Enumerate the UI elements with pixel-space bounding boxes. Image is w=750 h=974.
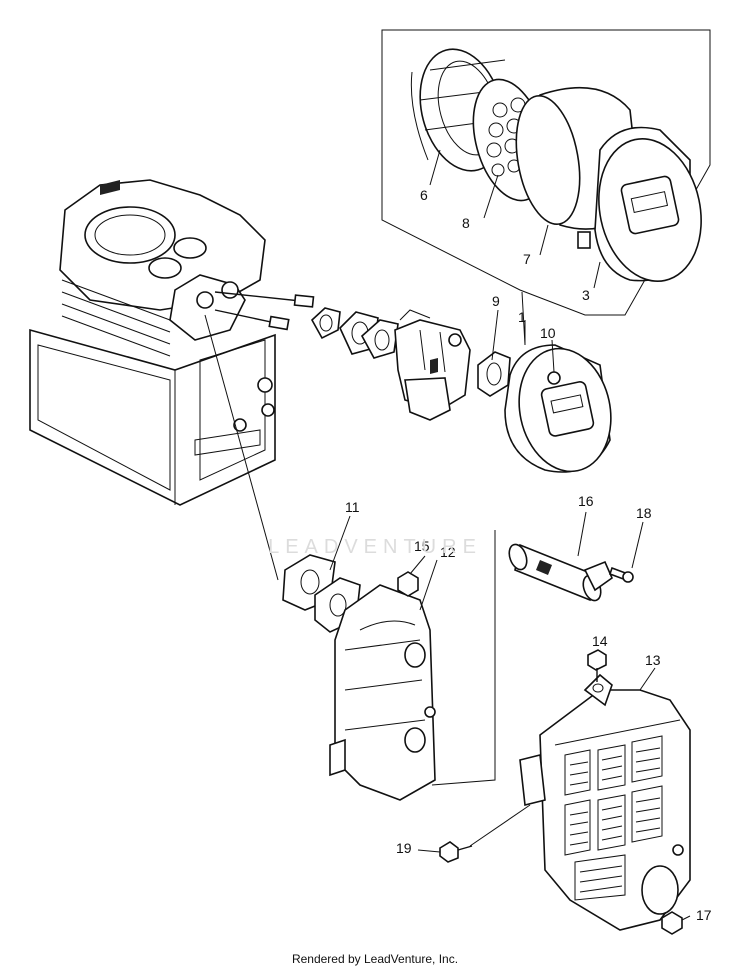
muffler-guard (519, 673, 691, 931)
callout-labels: 1 3 6 7 8 9 10 11 12 13 14 15 16 17 18 1… (345, 187, 712, 923)
air-cleaner-assembly (504, 344, 612, 473)
muffler (329, 584, 436, 801)
guard-top-screw (587, 649, 607, 682)
label-13: 13 (645, 652, 661, 668)
label-15: 15 (414, 538, 430, 554)
guard-vents (564, 735, 663, 901)
label-16: 16 (578, 493, 594, 509)
label-1: 1 (518, 309, 526, 325)
label-11: 11 (345, 499, 360, 515)
label-9: 9 (492, 293, 500, 309)
guard-side-screw (439, 841, 473, 863)
label-8: 8 (462, 215, 470, 231)
label-19: 19 (396, 840, 412, 856)
label-18: 18 (636, 505, 652, 521)
muffler-nut (397, 571, 419, 597)
air-cleaner-inset-outline (381, 29, 711, 316)
label-10: 10 (540, 325, 556, 341)
carburetor-studs (214, 291, 315, 331)
label-12: 12 (440, 544, 456, 560)
carburetor-gasket (477, 351, 511, 397)
footer-credit: Rendered by LeadVenture, Inc. (291, 952, 459, 966)
label-7: 7 (523, 251, 531, 267)
engine-block (29, 179, 276, 506)
air-cleaner-cover (577, 126, 702, 282)
watermark: LEADVENTURE (268, 536, 482, 558)
exhaust-deflector (508, 543, 613, 602)
label-6: 6 (420, 187, 428, 203)
guard-bottom-screw (661, 911, 683, 935)
leader-lines (204, 149, 691, 921)
label-3: 3 (582, 287, 590, 303)
label-14: 14 (592, 633, 608, 649)
carburetor (394, 309, 471, 421)
label-17: 17 (696, 907, 712, 923)
deflector-screw (608, 566, 634, 583)
intake-gaskets (310, 307, 399, 359)
